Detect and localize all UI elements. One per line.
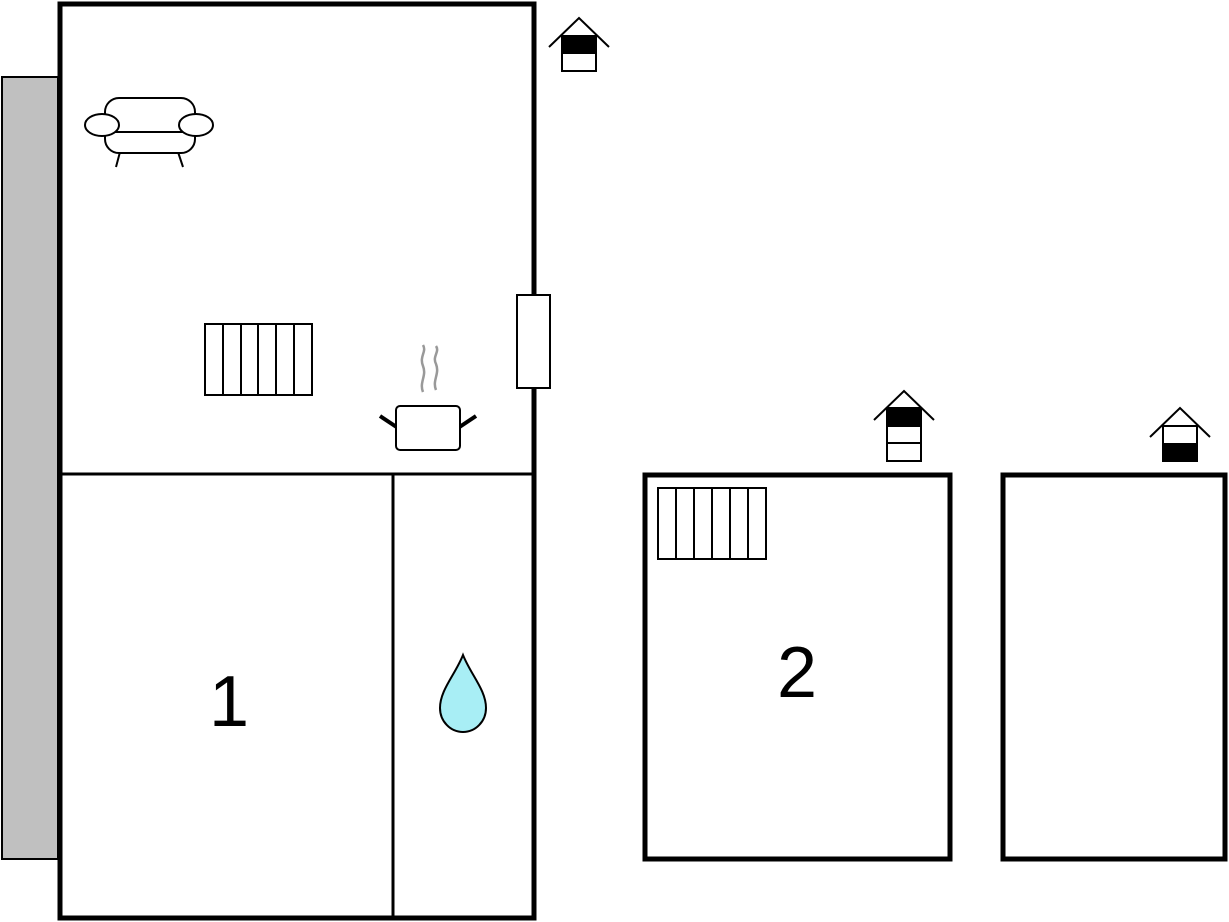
radiator-icon — [657, 487, 767, 560]
terrace-strip — [1, 76, 59, 860]
house-floor-icon — [548, 16, 610, 72]
water-drop-icon — [438, 652, 488, 733]
room-number-2: 2 — [777, 633, 817, 713]
house-floor-icon — [873, 389, 935, 462]
building-3-outline — [1000, 472, 1228, 862]
door-icon — [516, 294, 551, 389]
cooking-pot-icon — [378, 344, 478, 451]
room-number-1: 1 — [209, 662, 249, 742]
radiator-icon — [204, 323, 313, 396]
main-building-outline — [57, 1, 537, 921]
house-floor-icon — [1149, 406, 1211, 462]
sofa-icon — [84, 97, 214, 168]
